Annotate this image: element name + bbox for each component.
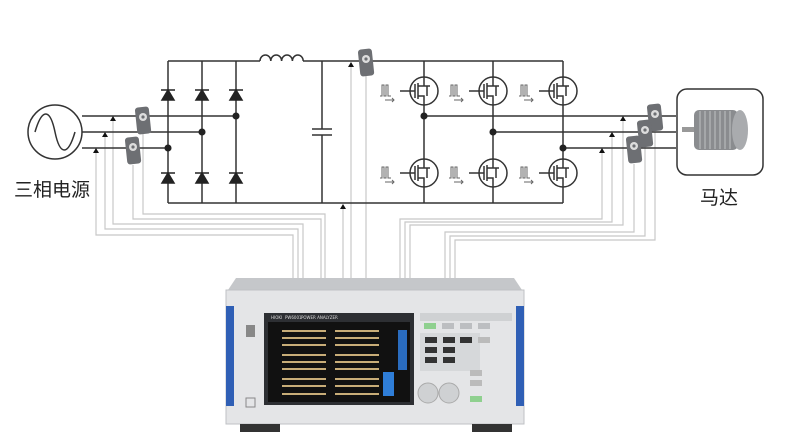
motor — [676, 88, 764, 176]
gate-pulse-icons — [379, 84, 534, 185]
diode-icon — [160, 171, 176, 184]
voltage-probe-markers — [93, 62, 626, 209]
diode-icon — [228, 88, 244, 101]
current-sensor-icon — [134, 106, 152, 135]
power-circuit — [27, 54, 676, 204]
instrument-type: POWER ANALYZER — [301, 315, 338, 320]
instrument-brand: HIOKI — [271, 315, 282, 320]
diode-icon — [160, 88, 176, 101]
motor-label: 马达 — [700, 187, 739, 209]
diode-icon — [194, 88, 210, 101]
mosfet-icon — [400, 76, 439, 106]
three-phase-source-label: 三相电源 — [14, 179, 91, 201]
rectifier-diodes — [160, 88, 567, 184]
diode-icon — [228, 171, 244, 184]
diode-icon — [194, 171, 210, 184]
power-analyzer — [225, 278, 525, 432]
current-sensors — [124, 48, 664, 165]
instrument-model: PW6001 — [285, 315, 302, 320]
signal-wires — [95, 65, 656, 282]
inverter-mosfets — [399, 76, 578, 188]
